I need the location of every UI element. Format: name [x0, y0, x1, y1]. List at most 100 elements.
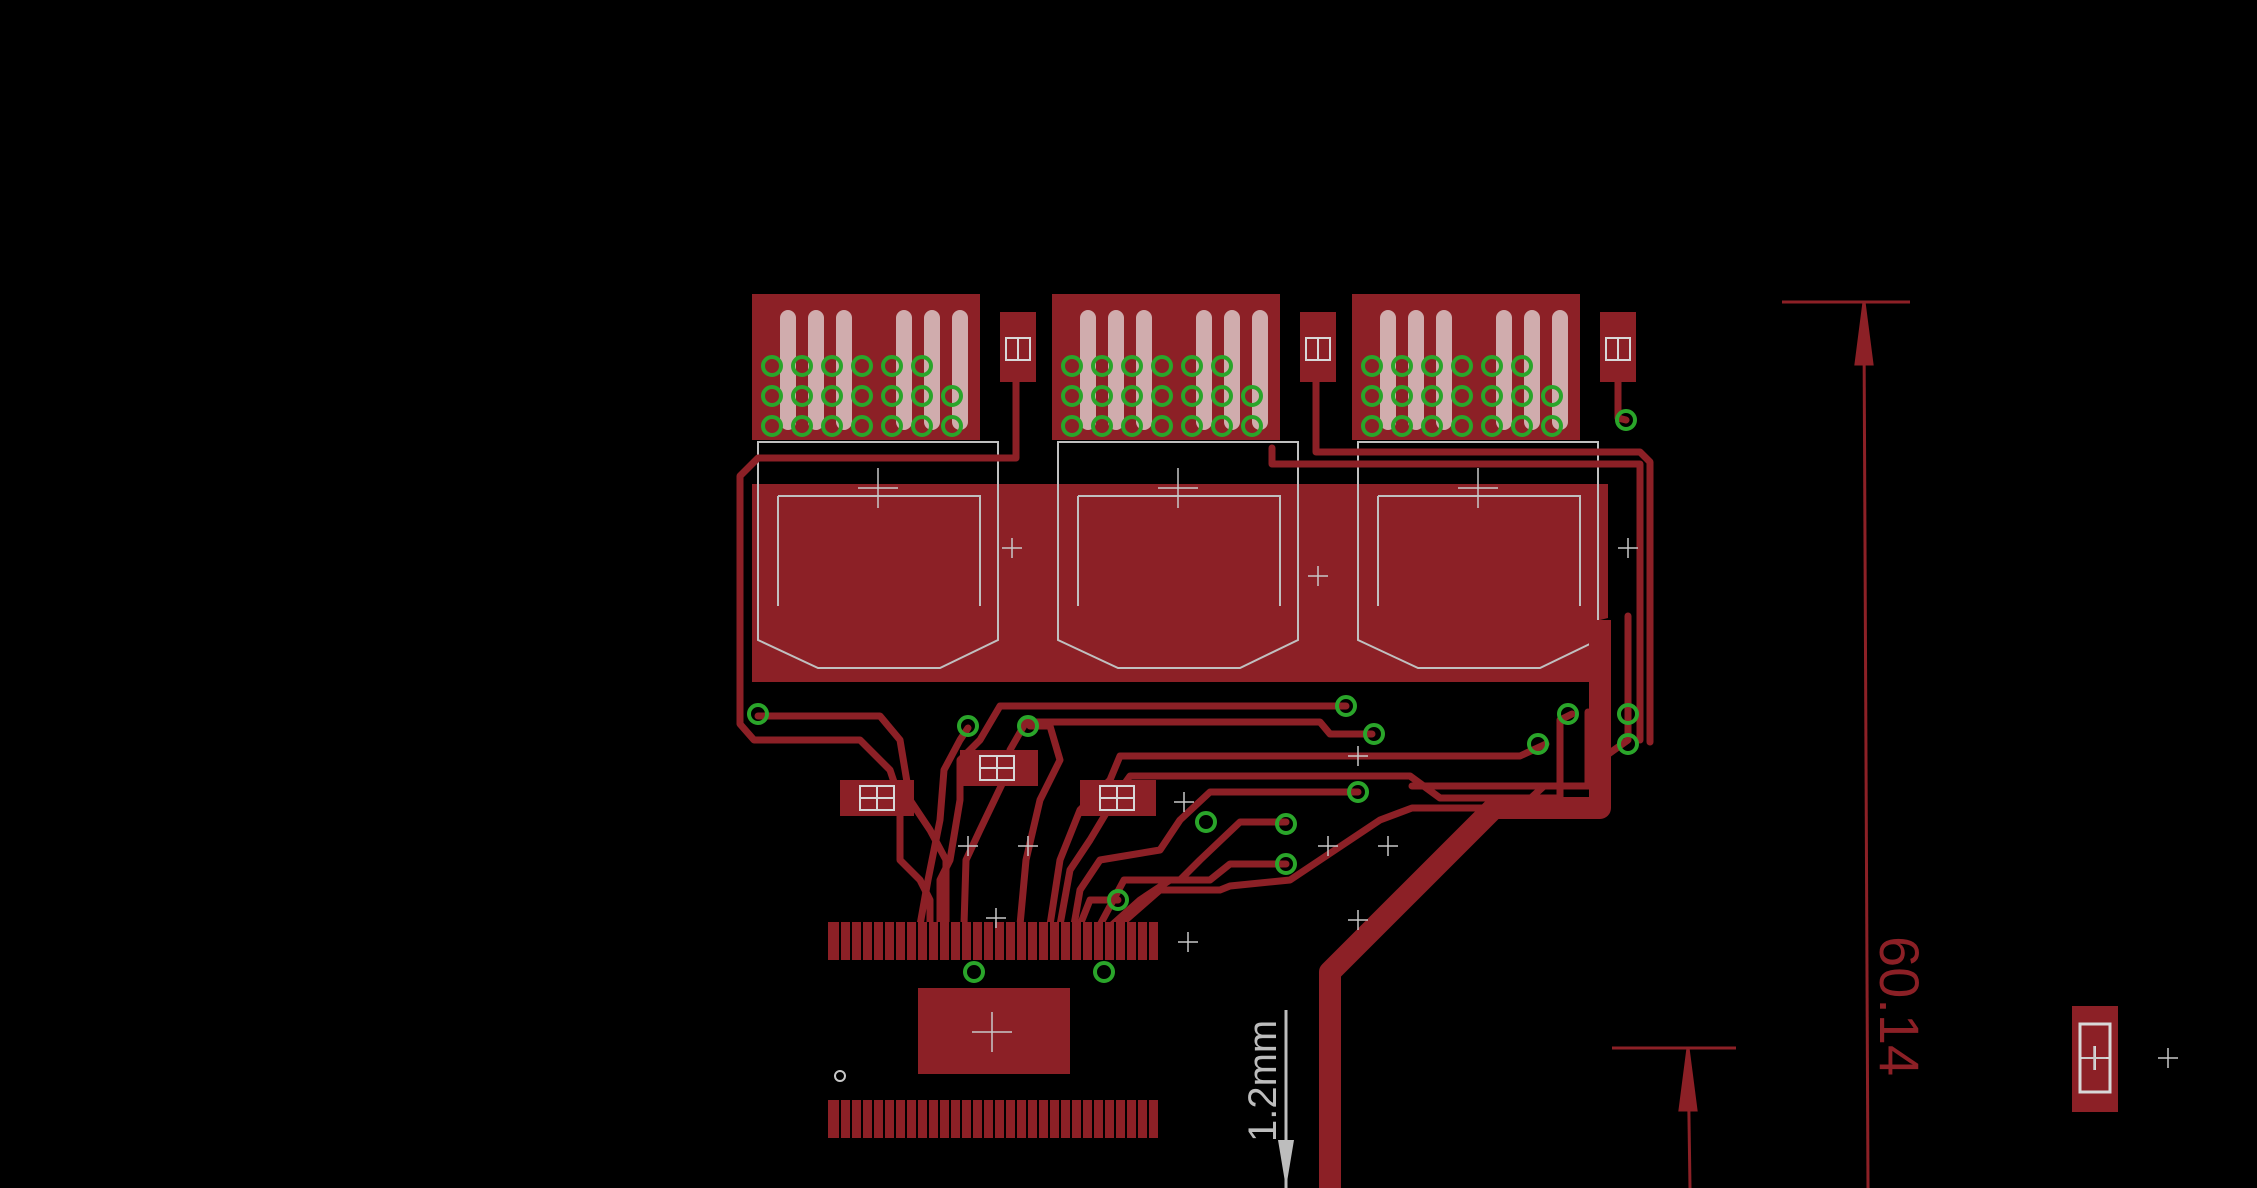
via-ring-icon[interactable] [1151, 355, 1173, 377]
side-resistor-2[interactable] [1300, 312, 1336, 382]
origin-cross-icon [2082, 1046, 2106, 1070]
via-ring-icon[interactable] [1481, 355, 1503, 377]
via-ring-icon[interactable] [1451, 415, 1473, 437]
via-ring-icon[interactable] [1151, 385, 1173, 407]
via-ring-icon[interactable] [1121, 355, 1143, 377]
via-ring-icon[interactable] [1195, 811, 1217, 833]
via-ring-icon[interactable] [1181, 415, 1203, 437]
via-ring-icon[interactable] [1391, 415, 1413, 437]
side-resistor-3[interactable] [1600, 312, 1636, 382]
via-ring-icon[interactable] [1527, 733, 1549, 755]
via-ring-icon[interactable] [1541, 415, 1563, 437]
via-ring-icon[interactable] [1557, 703, 1579, 725]
via-ring-icon[interactable] [1451, 385, 1473, 407]
via-ring-icon[interactable] [1615, 409, 1637, 431]
via-ring-icon[interactable] [1363, 723, 1385, 745]
via-ring-icon[interactable] [1481, 415, 1503, 437]
via-ring-icon[interactable] [1211, 415, 1233, 437]
via-ring-icon[interactable] [881, 385, 903, 407]
via-ring-icon[interactable] [1391, 385, 1413, 407]
via-ring-icon[interactable] [1275, 813, 1297, 835]
via-ring-icon[interactable] [881, 355, 903, 377]
via-ring-icon[interactable] [851, 355, 873, 377]
via-ring-icon[interactable] [1017, 715, 1039, 737]
via-ring-icon[interactable] [911, 385, 933, 407]
origin-cross-icon [1308, 566, 1328, 586]
via-ring-icon[interactable] [761, 385, 783, 407]
resistor-center[interactable] [960, 750, 1038, 786]
via-ring-icon[interactable] [1335, 695, 1357, 717]
via-ring-icon[interactable] [1421, 385, 1443, 407]
via-ring-icon[interactable] [851, 385, 873, 407]
origin-cross-icon [1158, 468, 1198, 508]
via-ring-icon[interactable] [791, 355, 813, 377]
via-ring-icon[interactable] [1361, 385, 1383, 407]
via-ring-icon[interactable] [1211, 385, 1233, 407]
via-ring-icon[interactable] [1361, 415, 1383, 437]
origin-cross-icon [1458, 468, 1498, 508]
via-ring-icon[interactable] [957, 715, 979, 737]
via-ring-icon[interactable] [1241, 415, 1263, 437]
ic-thermal-pad[interactable] [918, 988, 1070, 1074]
origin-cross-icon [1348, 746, 1368, 766]
resistor-left[interactable] [840, 780, 914, 816]
via-ring-icon[interactable] [1391, 355, 1413, 377]
via-ring-icon[interactable] [821, 385, 843, 407]
via-ring-icon[interactable] [1121, 415, 1143, 437]
via-ring-icon[interactable] [761, 355, 783, 377]
dimension-trace-width [1278, 1010, 1294, 1188]
via-ring-icon[interactable] [911, 355, 933, 377]
via-ring-icon[interactable] [1093, 961, 1115, 983]
via-ring-icon[interactable] [1091, 415, 1113, 437]
via-ring-icon[interactable] [1511, 385, 1533, 407]
via-ring-icon[interactable] [1361, 355, 1383, 377]
via-ring-icon[interactable] [881, 415, 903, 437]
via-ring-icon[interactable] [1451, 355, 1473, 377]
via-ring-icon[interactable] [1511, 355, 1533, 377]
connector-pad-block-1[interactable] [752, 294, 980, 440]
via-ring-icon[interactable] [1617, 703, 1639, 725]
via-ring-icon[interactable] [851, 415, 873, 437]
via-ring-icon[interactable] [1181, 385, 1203, 407]
resistor-far-right[interactable] [2072, 1006, 2118, 1112]
via-ring-icon[interactable] [1091, 385, 1113, 407]
via-ring-icon[interactable] [1181, 355, 1203, 377]
via-ring-icon[interactable] [747, 703, 769, 725]
origin-cross-icon [1618, 538, 1638, 558]
via-ring-icon[interactable] [1061, 415, 1083, 437]
via-ring-icon[interactable] [1541, 385, 1563, 407]
via-ring-icon[interactable] [821, 415, 843, 437]
via-group[interactable] [747, 355, 1639, 983]
via-ring-icon[interactable] [1241, 385, 1263, 407]
via-ring-icon[interactable] [1061, 355, 1083, 377]
via-ring-icon[interactable] [1061, 385, 1083, 407]
via-ring-icon[interactable] [963, 961, 985, 983]
power-trace-1-2mm[interactable] [1319, 620, 1611, 1188]
via-ring-icon[interactable] [1421, 355, 1443, 377]
via-ring-icon[interactable] [941, 415, 963, 437]
via-ring-icon[interactable] [761, 415, 783, 437]
via-ring-icon[interactable] [1107, 889, 1129, 911]
via-ring-icon[interactable] [1151, 415, 1173, 437]
via-ring-icon[interactable] [791, 415, 813, 437]
via-ring-icon[interactable] [1511, 415, 1533, 437]
via-ring-icon[interactable] [791, 385, 813, 407]
side-resistor-1[interactable] [1000, 312, 1036, 382]
via-ring-icon[interactable] [1481, 385, 1503, 407]
via-ring-icon[interactable] [1421, 415, 1443, 437]
via-ring-icon[interactable] [1091, 355, 1113, 377]
origin-cross-icon [1002, 538, 1022, 558]
via-ring-icon[interactable] [941, 385, 963, 407]
copper-pour[interactable] [752, 484, 1608, 682]
via-ring-icon[interactable] [1121, 385, 1143, 407]
origin-cross-icon [1318, 836, 1338, 856]
via-ring-icon[interactable] [1275, 853, 1297, 875]
resistor-right[interactable] [1080, 780, 1156, 816]
origin-cross-icon [986, 908, 1006, 928]
via-ring-icon[interactable] [1211, 355, 1233, 377]
via-ring-icon[interactable] [911, 415, 933, 437]
via-ring-icon[interactable] [1347, 781, 1369, 803]
via-ring-icon[interactable] [821, 355, 843, 377]
via-ring-icon[interactable] [1617, 733, 1639, 755]
